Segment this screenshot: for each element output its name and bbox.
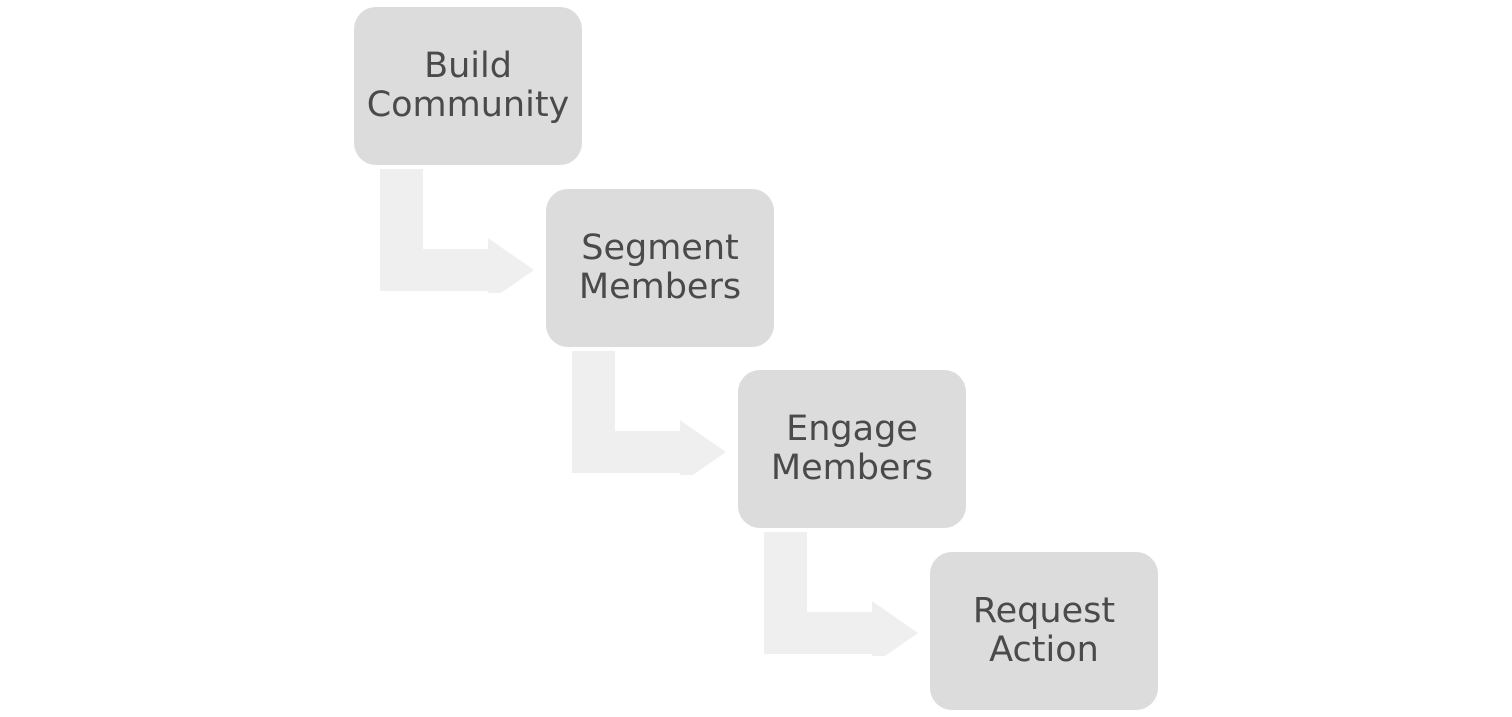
step-engage-members: Engage Members — [738, 370, 966, 528]
step-label: Engage Members — [770, 409, 934, 488]
bent-arrow-icon — [764, 532, 918, 665]
bent-arrow-icon — [572, 351, 726, 484]
step-segment-members: Segment Members — [546, 189, 774, 347]
bent-arrow-icon — [380, 169, 534, 302]
bent-arrow-1-to-2 — [380, 169, 536, 302]
bent-arrow-2-to-3 — [572, 351, 728, 484]
step-request-action: Request Action — [930, 552, 1158, 710]
step-build-community: Build Community — [354, 7, 582, 165]
step-label: Build Community — [366, 46, 570, 125]
step-label: Request Action — [972, 591, 1116, 670]
step-label: Segment Members — [578, 228, 742, 307]
bent-arrow-3-to-4 — [764, 532, 920, 665]
